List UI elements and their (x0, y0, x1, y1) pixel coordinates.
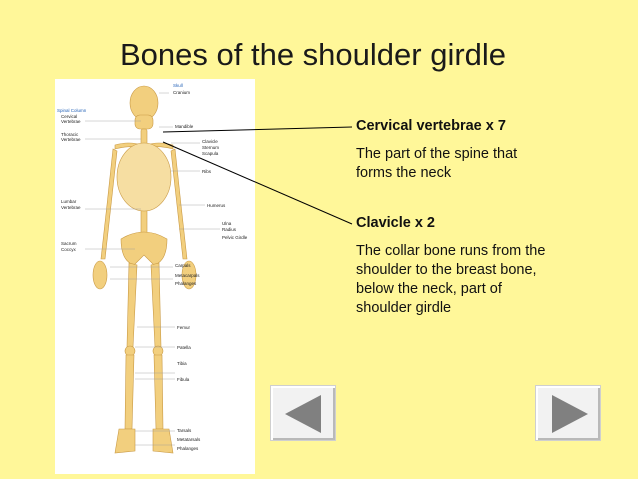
label-patella: Patella (177, 345, 191, 350)
label-coccyx: Coccyx (61, 247, 76, 252)
label-thoracic-vertebrae: Vertebrae (61, 137, 81, 142)
desc-cervical-line-1: The part of the spine that (356, 146, 518, 162)
desc-clavicle-line-3: below the neck, part of (356, 281, 502, 297)
label-tibia: Tibia (177, 361, 187, 366)
label-humerus: Humerus (207, 203, 226, 208)
heading-cervical-vertebrae: Cervical vertebrae x 7 (356, 118, 506, 134)
label-sternum: Sternum (202, 145, 220, 150)
slide-title: Bones of the shoulder girdle (120, 37, 507, 72)
label-metacarpals: Metacarpals (175, 273, 200, 278)
desc-cervical-line-2: forms the neck (356, 165, 452, 181)
skeleton-illustration (85, 85, 220, 454)
pointer-line-clavicle (162, 141, 353, 225)
label-scapula: Scapula (202, 151, 219, 156)
label-spinal-column: Spinal Column (57, 108, 87, 113)
label-lumbar-vertebrae: Vertebrae (61, 205, 81, 210)
triangle-right-icon (552, 395, 588, 433)
pointer-line-cervical (162, 126, 353, 133)
label-radius: Radius (222, 227, 237, 232)
label-phalanges-foot: Phalanges (177, 446, 199, 451)
label-ulna: Ulna (222, 221, 232, 226)
label-ribs: Ribs (202, 169, 212, 174)
label-fibula: Fibula (177, 377, 190, 382)
label-tarsals: Tarsals (177, 428, 192, 433)
desc-clavicle-line-2: shoulder to the breast bone, (356, 262, 537, 278)
heading-clavicle: Clavicle x 2 (356, 215, 435, 231)
label-femur: Femur (177, 325, 191, 330)
label-metatarsals: Metatarsals (177, 437, 201, 442)
desc-clavicle-line-1: The collar bone runs from the (356, 243, 546, 259)
label-pelvic-girdle: Pelvic Girdle (222, 235, 248, 240)
label-phalanges-hand: Phalanges (175, 281, 197, 286)
label-cranium: Cranium (173, 90, 191, 95)
skeleton-figure: Skull Cranium Spinal Column Cervical Ver… (55, 79, 255, 474)
triangle-left-icon (285, 395, 321, 433)
label-skull: Skull (173, 83, 183, 88)
back-button[interactable] (270, 385, 336, 441)
label-mandible: Mandible (175, 124, 194, 129)
desc-clavicle-line-4: shoulder girdle (356, 300, 452, 316)
label-carpals: Carpals (175, 263, 191, 268)
label-thoracic: Thoracic (61, 132, 79, 137)
label-lumbar: Lumbar (61, 199, 77, 204)
label-clavicle: Clavicle (202, 139, 218, 144)
label-cervical-vertebrae: Vertebrae (61, 119, 81, 124)
label-sacrum: Sacrum (61, 241, 77, 246)
forward-button[interactable] (535, 385, 601, 441)
label-cervical: Cervical (61, 114, 78, 119)
